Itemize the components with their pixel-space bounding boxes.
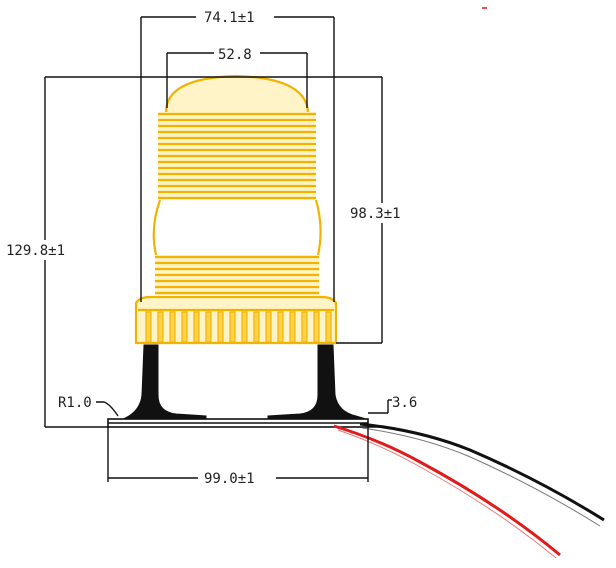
lamp-collar-fin	[157, 311, 164, 343]
lamp-collar-fin	[325, 311, 332, 343]
lamp-collar-outline	[134, 295, 338, 345]
wire-black	[359, 422, 605, 522]
lamp-collar-fin	[241, 311, 248, 343]
dim-total-height: 129.8±1	[4, 76, 382, 428]
mount-bracket	[107, 344, 369, 428]
lamp-collar-fin	[301, 311, 308, 343]
lamp-collar-fin	[205, 311, 212, 343]
lamp-dome-outline	[164, 74, 310, 113]
wire-black-inner	[361, 427, 601, 527]
lead-wires	[333, 422, 605, 559]
lamp-collar-fin	[229, 311, 236, 343]
dim-top-width: 74.1±1	[140, 7, 335, 302]
dim-base-thickness-label: 3.6	[392, 395, 417, 411]
dim-lamp-height-label: 98.3±1	[350, 206, 401, 222]
dim-base-width: 99.0±1	[107, 427, 369, 488]
dim-dome-width-label: 52.8	[218, 47, 252, 63]
lamp-dome	[166, 76, 308, 112]
dim-total-height-label: 129.8±1	[6, 243, 65, 259]
lamp-lower-ribs	[155, 255, 319, 295]
lamp-collar-fin	[193, 311, 200, 343]
dim-base-thickness: 3.6	[368, 395, 417, 428]
dim-fillet-radius-label: R1.0	[58, 395, 92, 411]
wire-red-inner	[337, 429, 557, 559]
dim-top-width-label: 74.1±1	[204, 10, 255, 26]
lamp-collar-fin	[253, 311, 260, 343]
lamp-collar-fin	[217, 311, 224, 343]
dim-base-width-label: 99.0±1	[204, 471, 255, 487]
lamp-collar-fin	[289, 311, 296, 343]
wire-red	[333, 424, 561, 557]
lamp-collar-fin	[277, 311, 284, 343]
bracket-right-leg	[267, 344, 367, 422]
lamp-collar-fin	[169, 311, 176, 343]
dim-lamp-height: 98.3±1	[336, 77, 418, 344]
dim-dome-width: 52.8	[166, 44, 308, 108]
bracket-left-leg	[117, 344, 207, 422]
lamp-collar-fin	[313, 311, 320, 343]
lamp-collar-fin	[145, 311, 152, 343]
lamp-body	[134, 74, 338, 345]
lamp-collar-fin	[181, 311, 188, 343]
lamp-middle-lens	[152, 199, 322, 256]
dim-fillet-radius: R1.0	[58, 395, 119, 417]
lamp-collar-fins	[145, 311, 332, 343]
lamp-collar-fin	[265, 311, 272, 343]
lamp-upper-ribs	[158, 112, 316, 200]
